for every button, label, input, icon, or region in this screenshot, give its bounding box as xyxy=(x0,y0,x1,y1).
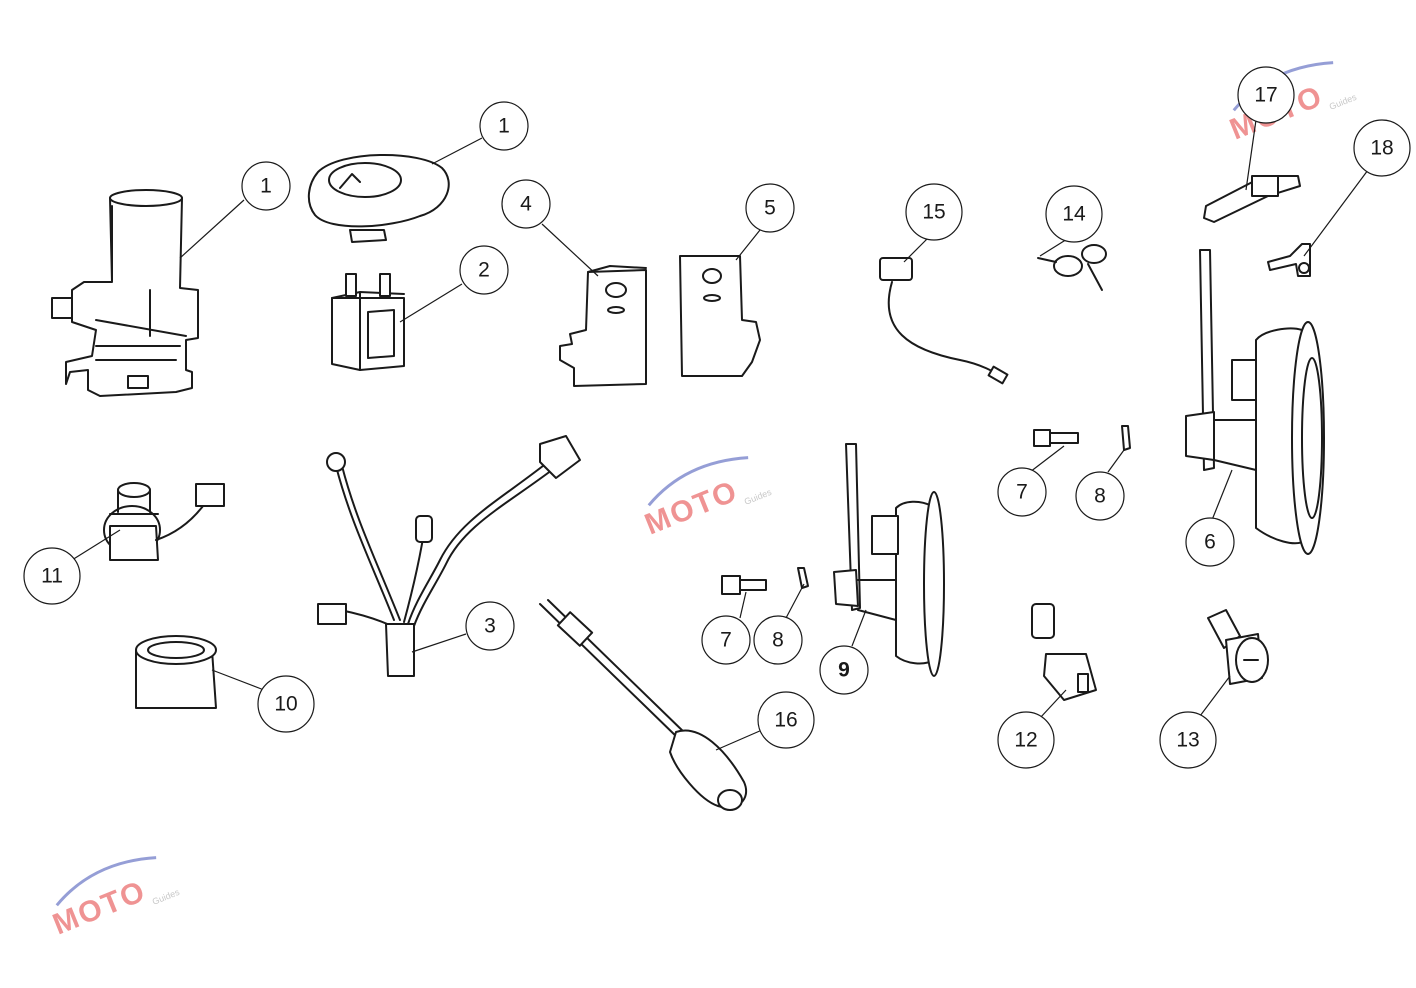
svg-text:8: 8 xyxy=(772,629,784,652)
switch-cover-part xyxy=(307,154,450,243)
wiring-harness-part xyxy=(317,435,581,677)
callout-6: 6 xyxy=(1185,517,1235,567)
callout-1: 1 xyxy=(479,101,529,151)
bolt-part xyxy=(1033,429,1079,447)
ignition-switch-part xyxy=(51,189,199,397)
callout-7: 7 xyxy=(701,615,751,665)
horn-part xyxy=(833,443,945,677)
callout-9: 9 xyxy=(819,645,869,695)
callout-7: 7 xyxy=(997,467,1047,517)
svg-text:Guides: Guides xyxy=(151,887,182,907)
key-switch-part xyxy=(103,482,225,561)
callout-2: 2 xyxy=(459,245,509,295)
svg-text:1: 1 xyxy=(260,175,272,198)
callout-3: 3 xyxy=(465,601,515,651)
lock-barrel-part xyxy=(1207,609,1269,685)
svg-text:1: 1 xyxy=(498,115,510,138)
washer-part xyxy=(797,567,809,589)
rubber-cover-part xyxy=(135,635,217,709)
svg-text:7: 7 xyxy=(720,629,732,652)
svg-text:Guides: Guides xyxy=(743,487,774,507)
bolt-part xyxy=(721,575,767,595)
svg-text:17: 17 xyxy=(1254,84,1277,107)
svg-text:Guides: Guides xyxy=(1328,92,1359,112)
svg-text:6: 6 xyxy=(1204,531,1216,554)
svg-text:2: 2 xyxy=(478,259,490,282)
callout-4: 4 xyxy=(501,179,551,229)
svg-text:14: 14 xyxy=(1062,203,1086,226)
callout-11: 11 xyxy=(23,547,81,605)
svg-text:15: 15 xyxy=(922,201,945,224)
keys-part xyxy=(1037,244,1107,291)
bracket-right-part xyxy=(679,255,761,377)
callout-12: 12 xyxy=(997,711,1055,769)
svg-text:16: 16 xyxy=(774,709,797,732)
svg-text:11: 11 xyxy=(41,565,63,588)
relay-part xyxy=(331,273,405,371)
svg-text:8: 8 xyxy=(1094,485,1106,508)
callout-13: 13 xyxy=(1159,711,1217,769)
svg-text:7: 7 xyxy=(1016,481,1028,504)
callout-5: 5 xyxy=(745,183,795,233)
svg-text:MOTO: MOTO xyxy=(640,474,743,541)
leader-lines xyxy=(71,119,1369,751)
callout-17: 17 xyxy=(1237,66,1295,124)
callout-16: 16 xyxy=(757,691,815,749)
sensor-cable-part xyxy=(539,599,747,811)
bracket-left-part xyxy=(559,265,647,387)
latch-part xyxy=(1203,175,1301,223)
svg-text:3: 3 xyxy=(484,615,496,638)
watermark-logo-center: MOTO Guides xyxy=(640,456,774,541)
lock-cylinder-part xyxy=(1031,603,1097,701)
callout-1: 1 xyxy=(241,161,291,211)
svg-text:4: 4 xyxy=(520,193,532,216)
callout-14: 14 xyxy=(1045,185,1103,243)
svg-text:9: 9 xyxy=(838,659,850,682)
small-bracket-part xyxy=(1267,243,1311,277)
svg-text:10: 10 xyxy=(274,693,297,716)
callout-8: 8 xyxy=(753,615,803,665)
callout-15: 15 xyxy=(905,183,963,241)
washer-part xyxy=(1121,425,1131,451)
svg-text:MOTO: MOTO xyxy=(48,874,151,941)
svg-text:12: 12 xyxy=(1014,729,1037,752)
sensor-lead-part xyxy=(879,257,1009,385)
svg-text:18: 18 xyxy=(1370,137,1393,160)
callout-18: 18 xyxy=(1353,119,1411,177)
watermark-logo-bottom-left: MOTO Guides xyxy=(48,856,182,941)
svg-text:13: 13 xyxy=(1176,729,1199,752)
horn-large-part xyxy=(1185,249,1325,555)
callout-8: 8 xyxy=(1075,471,1125,521)
callout-10: 10 xyxy=(257,675,315,733)
svg-text:5: 5 xyxy=(764,197,776,220)
